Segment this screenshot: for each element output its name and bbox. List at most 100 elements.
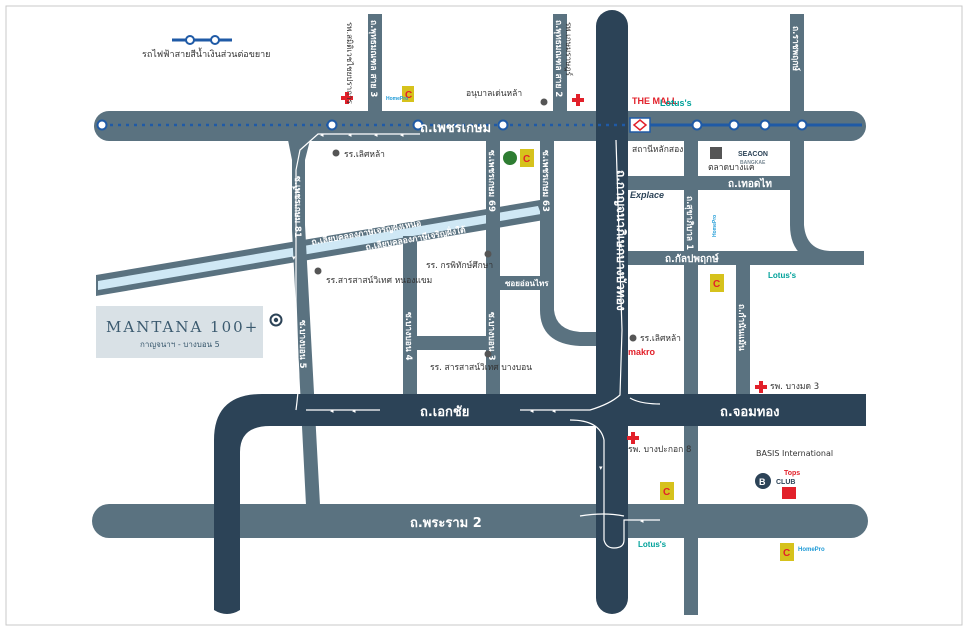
road-ratchaphruek-south — [790, 140, 864, 265]
central-icon — [782, 487, 796, 499]
label-sarasas-nongkhaem: รร.สารสาสน์วิเทศ หนองแขม — [326, 275, 432, 286]
label-bangpakok8: รพ. บางปะกอก 8 — [628, 445, 691, 455]
flow-arrows — [295, 133, 661, 549]
bigc-label: C — [523, 154, 530, 165]
arrow-heads: ◂ ◂ ◂ ◂ ▾ ▾ ▾ ◂ ◂ ◂ ◂ ◂ ▾ — [292, 131, 644, 525]
seacon-sub-label: BANGKAE — [740, 160, 766, 166]
project-name: MANTANA 100+ — [106, 318, 259, 336]
label-sukhaphiban1: ถ.สุขาภิบาล 1 — [684, 196, 695, 250]
label-samitivej: รพ.สมิติเวชไชยปราการ — [345, 22, 354, 104]
bts-station — [759, 119, 771, 131]
label-station: สถานีหลักสอง — [632, 144, 683, 155]
hospital-icon — [755, 381, 767, 393]
label-phetkasem69: ซ.เพชรเกษม 69 — [486, 150, 496, 212]
arrow-icon: ◂ — [530, 407, 534, 415]
basis-logo-icon — [755, 473, 771, 489]
hospital-icon — [572, 94, 584, 106]
road-soi-onnut — [496, 276, 546, 290]
bts-station — [728, 119, 740, 131]
label-anuban: อนุบาลเด่นหล้า — [466, 88, 522, 99]
market-icon — [710, 147, 722, 159]
road-ratchaphruek — [790, 14, 804, 114]
school-dot-icon — [314, 267, 322, 275]
bts-station — [326, 119, 338, 131]
bts-line — [96, 117, 862, 133]
project-box — [96, 306, 263, 358]
label-bangbon4: ซ.บางบอน 4 — [403, 312, 413, 361]
label-kamnanmaen: ถ.กำนันแม้น — [736, 304, 747, 351]
label-talad: ตลาดบางแค — [708, 163, 755, 173]
arrow-icon: ◂ — [352, 407, 356, 415]
bigc-icon — [520, 149, 534, 167]
legend: รถไฟฟ้าสายสีน้ำเงินส่วนต่อขยาย — [142, 35, 270, 60]
bts-station — [96, 119, 108, 131]
arrow-icon: ▾ — [292, 184, 296, 192]
lotus-label: Lotus's — [638, 540, 667, 549]
label-basis: BASIS International — [756, 449, 833, 458]
hospital-markers — [341, 92, 767, 444]
school-dot-icon — [540, 98, 548, 106]
hospital-icon — [341, 92, 353, 104]
road-ekkachai-chomthong — [214, 394, 866, 614]
lotus-label: Lotus's — [660, 98, 692, 108]
label-phetkasem63: ซ.เพชรเกษม 63 — [540, 150, 550, 212]
tops-label: Tops — [784, 470, 800, 477]
bigc-icon — [402, 86, 414, 102]
road-phetkasem69 — [486, 140, 500, 395]
label-denla-school: รร.เลิศหล้า — [344, 149, 385, 160]
road-thoedthai — [624, 176, 790, 190]
label-phetkasem: ถ.เพชรเกษม — [420, 121, 491, 136]
homepro-label: HomePro — [712, 215, 718, 237]
arrow-icon: ◂ — [320, 131, 324, 139]
seacon-label: SEACON — [738, 151, 768, 158]
landmark-icon — [503, 151, 517, 165]
canal — [96, 200, 544, 296]
road-connector — [403, 336, 500, 350]
label-bangbon3: ซ.บางบอน 3 — [486, 312, 496, 361]
arrow-icon: ◂ — [640, 517, 644, 525]
road-phutthamonthon2 — [553, 14, 567, 114]
explace-label: Explace — [630, 190, 664, 200]
bigc-label: C — [783, 548, 790, 559]
arrow-icon: ◂ — [552, 407, 556, 415]
bts-station — [497, 119, 509, 131]
map-frame — [5, 5, 963, 626]
label-lertla2: รร.เลิศหล้า — [640, 333, 681, 344]
secondary-roads — [288, 14, 864, 615]
road-bangbon4 — [403, 236, 417, 396]
major-roads — [92, 10, 868, 614]
bts-station — [412, 119, 424, 131]
project-marker[interactable]: MANTANA 100+ กาญจนาฯ - บางบอน 5 — [96, 306, 283, 358]
label-phutthamonthon3: ถ.พุทธมณฑล สาย 3 — [368, 20, 378, 97]
label-bangmod3: รพ. บางมด 3 — [770, 382, 819, 392]
themall-label: THE MALL — [632, 96, 678, 106]
arrow-icon: ▾ — [292, 324, 296, 332]
legend-label: รถไฟฟ้าสายสีน้ำเงินส่วนต่อขยาย — [142, 47, 270, 60]
road-kanchana — [596, 10, 628, 614]
brand-logos: C HomePro THE MALL Lotus's SEACON BANGKA… — [386, 86, 825, 561]
school-dot-icon — [332, 149, 340, 157]
label-phetkasem81: ซ.เพชรเกษม 81 — [292, 176, 302, 238]
label-kanlapaphruek: ถ.กัลปพฤกษ์ — [665, 253, 719, 265]
club-label: CLUB — [776, 479, 795, 486]
label-kanchana: ถ.กาญจนาภิเษกบางบัวทอง — [614, 170, 628, 311]
arrow-icon: ▾ — [599, 464, 603, 472]
bigc-label: C — [663, 487, 670, 498]
road-kamnanmaen — [736, 251, 750, 396]
homepro-label: HomePro — [798, 547, 825, 553]
label-chomthong: ถ.จอมทอง — [720, 405, 780, 420]
road-rama2 — [92, 504, 868, 538]
label-sarasas-bangbon: รร. สารสาสน์วิเทศ บางบอน — [430, 362, 532, 373]
label-bangbon5: ซ.บางบอน 5 — [297, 320, 307, 369]
bigc-icon — [780, 543, 794, 561]
project-subtitle: กาญจนาฯ - บางบอน 5 — [140, 340, 220, 349]
bts-station — [796, 119, 808, 131]
bts-logo-icon — [632, 119, 648, 131]
label-phyathai: รพ.เกษมราษฎร์ — [564, 22, 574, 77]
label-ekkachai: ถ.เอกชัย — [420, 405, 469, 420]
label-soi-onnut: ซอยอ่อนไทร — [505, 278, 549, 288]
bigc-label: C — [713, 279, 720, 290]
road-phetkasem63 — [540, 140, 600, 346]
